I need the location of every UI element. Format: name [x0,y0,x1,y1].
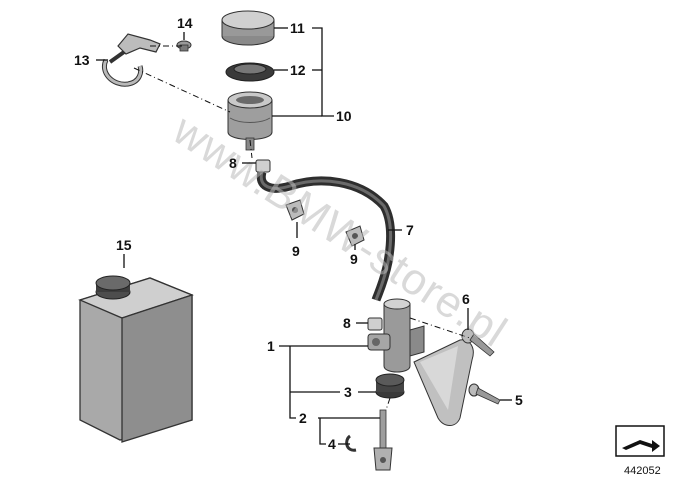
master-cylinder[interactable] [367,298,425,373]
callout-1: 1 [267,338,275,354]
reservoir-cap[interactable] [221,10,275,46]
hose-clamp-lower[interactable] [367,317,383,331]
fluid-can[interactable] [78,275,194,443]
callout-9-right: 9 [350,251,358,267]
callout-13: 13 [74,52,90,68]
callout-15: 15 [116,237,132,253]
hose-clip-left[interactable] [285,199,305,221]
reservoir-diaphragm[interactable] [225,62,275,82]
hose-clamp-upper[interactable] [255,159,271,173]
retaining-clip[interactable] [345,434,357,452]
screw-upper[interactable] [461,328,495,357]
callout-2: 2 [299,410,307,426]
callout-11: 11 [290,20,305,36]
reservoir-bracket[interactable] [102,33,161,87]
callout-4: 4 [328,436,336,452]
diagram-number: 442052 [624,465,661,477]
callout-8-upper: 8 [229,155,237,171]
callout-5: 5 [515,392,523,408]
arrow-box-icon[interactable] [615,425,665,457]
callout-10: 10 [336,108,352,124]
callout-7: 7 [406,222,414,238]
callout-12: 12 [290,62,306,78]
callout-6: 6 [462,291,470,307]
watermark: www.BMW-store.pl [164,105,516,357]
callout-3: 3 [344,384,352,400]
push-rod[interactable] [373,409,393,471]
brake-hose[interactable] [256,170,396,302]
bracket-screw[interactable] [176,40,192,52]
callout-14: 14 [177,15,193,31]
screw-lower[interactable] [468,383,501,405]
hose-clip-right[interactable] [345,225,365,247]
callout-9-left: 9 [292,243,300,259]
callout-8-lower: 8 [343,315,351,331]
rubber-boot[interactable] [375,373,405,399]
